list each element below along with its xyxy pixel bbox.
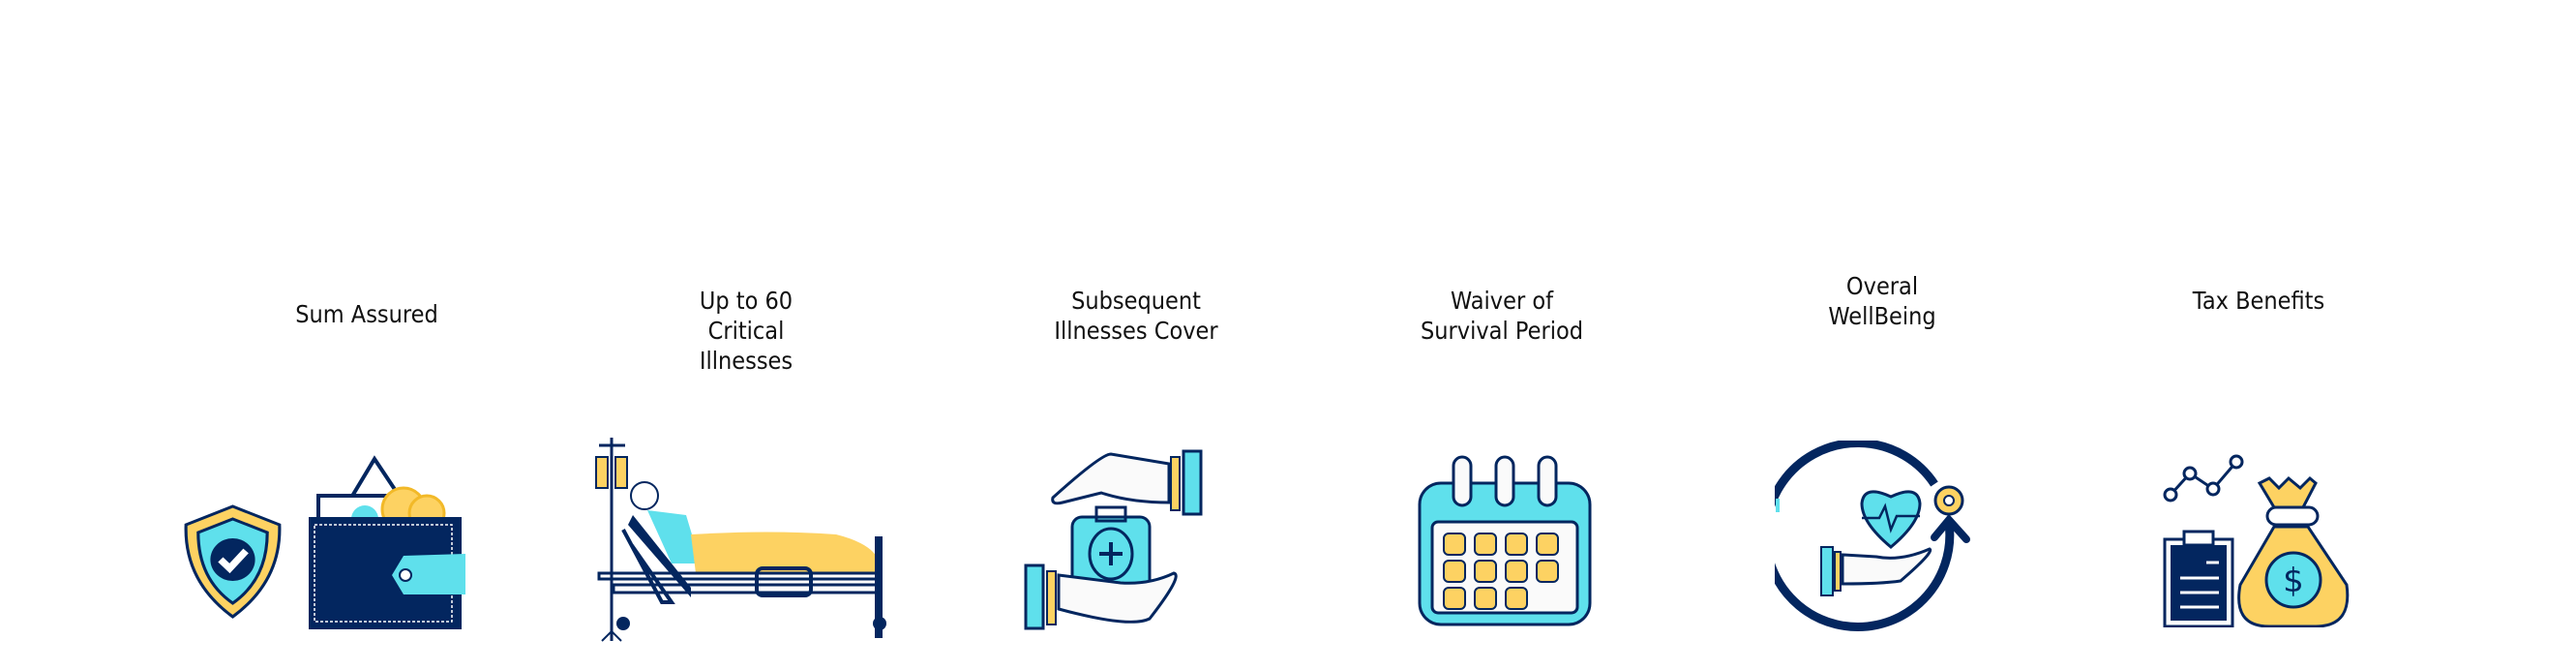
feature-label: Waiver of Survival Period — [1420, 287, 1584, 345]
wallet-icon — [307, 449, 465, 631]
hands-medical-kit-icon — [1024, 449, 1205, 631]
calendar-icon — [1417, 454, 1593, 627]
feature-label: Overal WellBeing — [1828, 272, 1936, 330]
shield-icon — [182, 503, 284, 620]
feature-label: Tax Benefits — [2192, 287, 2325, 315]
heart-hand-cycle-icon — [1775, 441, 2001, 636]
hospital-bed-icon — [594, 438, 891, 644]
svg-text:$: $ — [2283, 562, 2304, 600]
feature-label: Up to 60 Critical Illnesses — [699, 287, 794, 375]
feature-label: Subsequent Illnesses Cover — [1054, 287, 1218, 345]
feature-label: Sum Assured — [295, 300, 438, 328]
money-bag-clipboard-icon: $ — [2163, 454, 2352, 627]
